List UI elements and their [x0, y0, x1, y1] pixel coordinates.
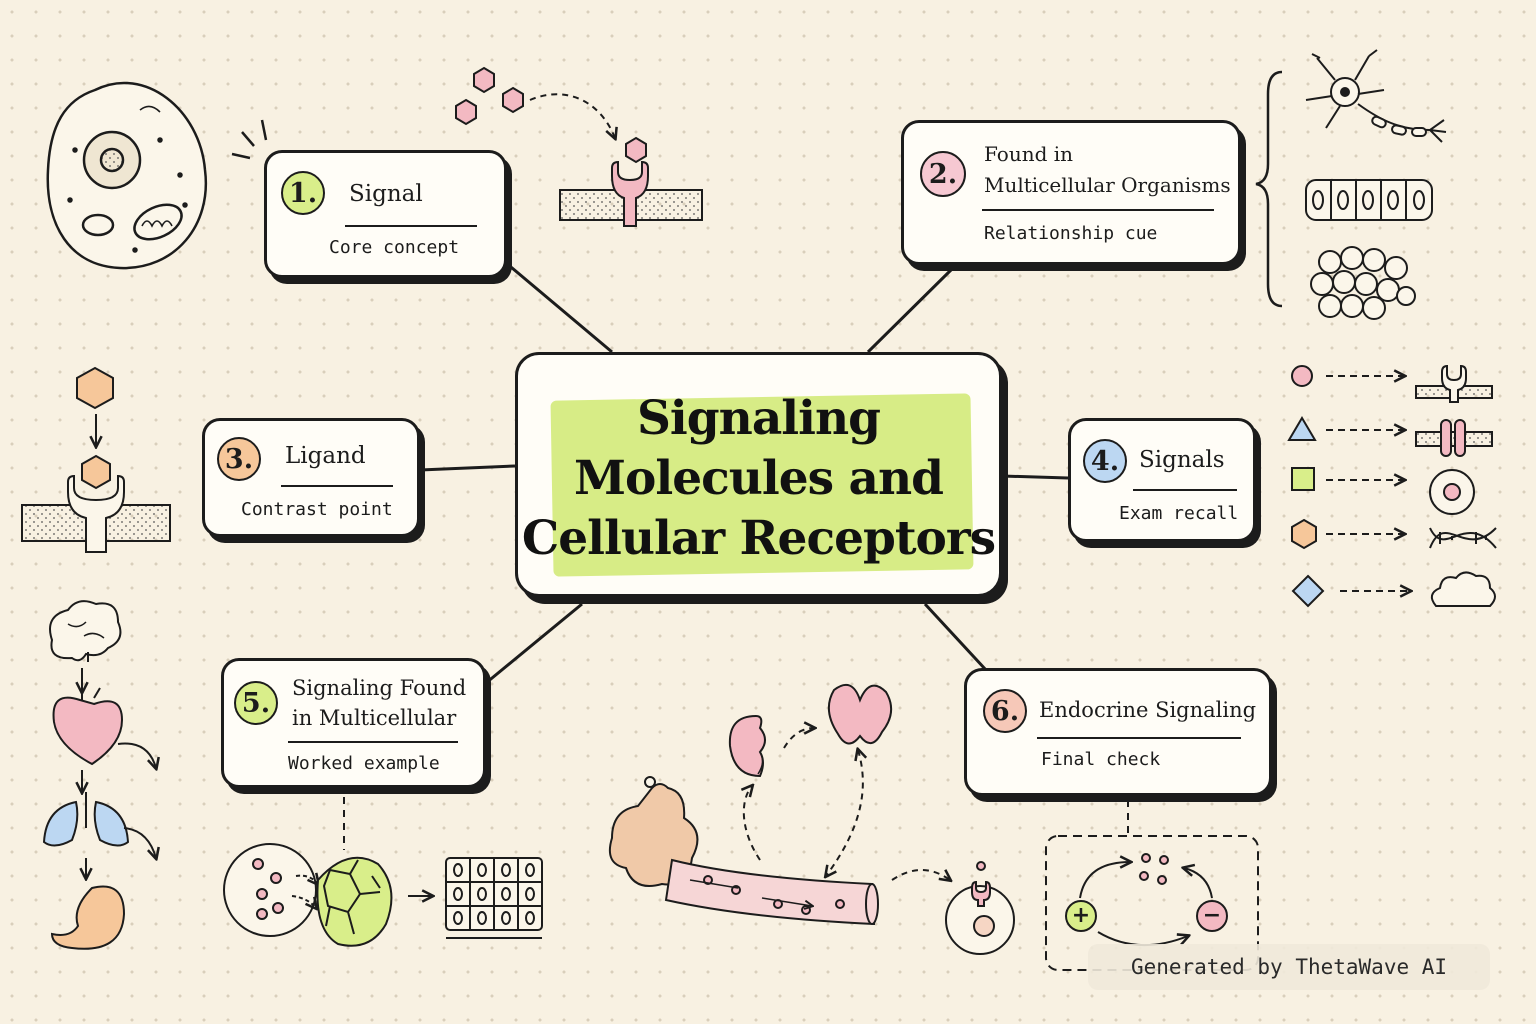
central-title-line-1: Signaling [636, 391, 881, 446]
target-tissue-grid-icon [445, 857, 543, 939]
node-2-divider [982, 209, 1214, 211]
node-5-divider [288, 741, 458, 743]
diamond-ligand-icon [1291, 574, 1325, 608]
node-5-badge: 5. [234, 681, 278, 725]
node-2-subtitle: Relationship cue [984, 223, 1158, 244]
connector-lines [419, 260, 1069, 685]
node-1-subtitle: Core concept [329, 237, 460, 258]
node-6-badge: 6. [983, 689, 1027, 733]
lungs-icon [42, 800, 130, 847]
node-5-title-line-1: Signaling Found [292, 676, 467, 700]
node-3-card[interactable]: 3. Ligand Contrast point [202, 418, 420, 537]
node-4-title: Signals [1139, 447, 1225, 473]
node-1-divider [345, 225, 477, 227]
paracrine-example-icon [223, 843, 393, 947]
generated-by-footer: Generated by ThetaWave AI [1088, 944, 1490, 990]
kidney-icon [728, 714, 766, 778]
node-2-title-line-2: Multicellular Organisms [984, 173, 1231, 197]
endocrine-illustration [608, 683, 1015, 955]
central-topic-card[interactable]: Signaling Molecules and Cellular Recepto… [515, 352, 1002, 597]
node-5-title-line-2: in Multicellular [292, 706, 457, 730]
connector-4 [1001, 474, 1069, 480]
node-3-divider [281, 485, 393, 487]
node-3-subtitle: Contrast point [241, 499, 393, 520]
node-2-title-line-1: Found in [984, 142, 1074, 166]
neuron-icon [1305, 49, 1447, 143]
animal-cell-icon [46, 81, 208, 270]
node-5-subtitle: Worked example [288, 753, 440, 774]
blood-vessel-icon [664, 858, 876, 926]
node-4-subtitle: Exam recall [1119, 503, 1239, 524]
square-ligand-icon [1291, 467, 1315, 491]
feedback-loop-frame [1045, 835, 1259, 971]
ligand-hexagons-icon [455, 66, 647, 164]
positive-feedback-icon [1065, 900, 1097, 932]
node-5-title: Signaling Found in Multicellular [292, 673, 466, 733]
node-1-card[interactable]: 1. Signal Core concept [264, 150, 507, 278]
circle-ligand-icon [1291, 365, 1313, 387]
triangle-ligand-icon [1287, 416, 1317, 441]
node-2-badge: 2. [920, 151, 966, 197]
heart-icon [52, 696, 124, 766]
node-6-card[interactable]: 6. Endocrine Signaling Final check [964, 668, 1272, 796]
receptor-type-icons [1415, 364, 1497, 607]
node-1-badge: 1. [281, 171, 325, 215]
central-title-line-2: Molecules and [574, 451, 944, 506]
feedback-loop-icon [1065, 853, 1228, 946]
hexagon-ligand-icon [1291, 518, 1317, 550]
thyroid-gland-icon [827, 683, 893, 745]
cell-cluster-icon [1310, 246, 1416, 320]
connector-6 [923, 602, 988, 672]
epithelial-tissue-icon [1305, 179, 1433, 221]
minus-symbol: − [1202, 903, 1222, 928]
membrane-receptor-icon [559, 160, 703, 227]
central-title: Signaling Molecules and Cellular Recepto… [518, 389, 999, 569]
central-title-line-3: Cellular Receptors [521, 511, 996, 566]
node-2-card[interactable]: 2. Found in Multicellular Organisms Rela… [901, 120, 1241, 265]
ligand-path-arrow [529, 93, 615, 138]
node-6-divider [1037, 737, 1241, 739]
node-4-badge: 4. [1083, 439, 1127, 483]
negative-feedback-icon [1196, 900, 1228, 932]
ligand-receptor-binding-icon [21, 366, 171, 553]
ligand-type-list [1287, 365, 1410, 608]
node-2-title: Found in Multicellular Organisms [984, 139, 1231, 201]
connector-3 [419, 464, 516, 472]
node-4-divider [1133, 489, 1237, 491]
stomach-icon [50, 885, 126, 950]
node-4-card[interactable]: 4. Signals Exam recall [1068, 418, 1256, 542]
connector-2 [866, 266, 955, 354]
brace-icon [1255, 70, 1283, 308]
emphasis-ticks [231, 119, 268, 160]
node-3-badge: 3. [217, 437, 261, 481]
brain-icon [49, 600, 122, 662]
organ-chain-icons [42, 600, 156, 950]
node-1-title: Signal [349, 181, 423, 207]
connector-1 [504, 260, 613, 354]
node-6-title: Endocrine Signaling [1039, 698, 1257, 722]
plus-symbol: + [1071, 903, 1091, 928]
node-6-subtitle: Final check [1041, 749, 1161, 770]
node-3-title: Ligand [285, 443, 366, 469]
connector-5 [485, 602, 583, 685]
node-5-card[interactable]: 5. Signaling Found in Multicellular Work… [221, 658, 486, 788]
